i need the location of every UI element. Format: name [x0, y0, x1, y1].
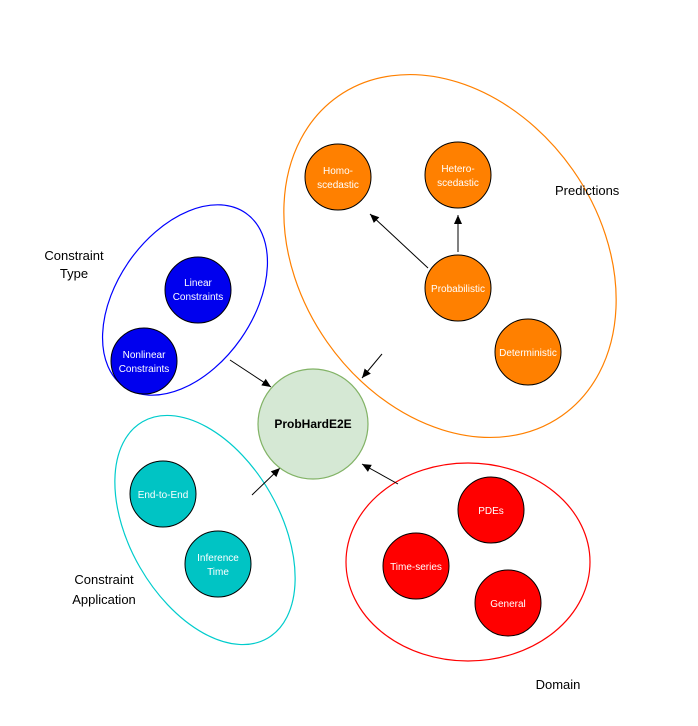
- arrow-domain-to-center: [361, 463, 399, 485]
- inference-time-node: Inference Time: [184, 530, 252, 598]
- nonlinear-constraints-label-line1: Nonlinear: [123, 350, 166, 361]
- domain-group-ellipse: [345, 462, 591, 662]
- predictions-group-ellipse: [283, 73, 617, 439]
- inference-time-label-line2: Time: [207, 567, 229, 578]
- heteroscedastic-label-line1: Hetero-: [441, 164, 474, 175]
- end-to-end-label: End-to-End: [138, 490, 189, 501]
- constraint-application-label-line1: Constraint: [74, 572, 134, 587]
- constraint-application-label-line2: Application: [72, 592, 136, 607]
- probabilistic-node: Probabilistic: [424, 254, 492, 322]
- end-to-end-node: End-to-End: [129, 460, 197, 528]
- constraint-application-group-ellipse: [114, 414, 296, 646]
- heteroscedastic-node: Hetero- scedastic: [424, 141, 492, 209]
- time-series-node: Time-series: [382, 532, 450, 600]
- homoscedastic-node: Homo- scedastic: [304, 143, 372, 211]
- center-node: ProbHardE2E: [257, 368, 369, 480]
- probabilistic-label: Probabilistic: [431, 284, 485, 295]
- constraint-type-label-line1: Constraint: [44, 248, 104, 263]
- inference-time-label-line1: Inference: [197, 553, 239, 564]
- pdes-node: PDEs: [457, 476, 525, 544]
- general-label: General: [490, 599, 526, 610]
- deterministic-node: Deterministic: [494, 318, 562, 386]
- homoscedastic-label-line2: scedastic: [317, 180, 359, 191]
- arrow-predictions-to-center: [361, 353, 383, 379]
- linear-constraints-label-line1: Linear: [184, 278, 212, 289]
- general-node: General: [474, 569, 542, 637]
- heteroscedastic-label-line2: scedastic: [437, 178, 479, 189]
- predictions-group-label: Predictions: [555, 183, 620, 198]
- arrow-probabilistic-to-homoscedastic: [369, 213, 429, 269]
- linear-constraints-label-line2: Constraints: [173, 292, 224, 303]
- nonlinear-constraints-node: Nonlinear Constraints: [110, 327, 178, 395]
- pdes-label: PDEs: [478, 506, 504, 517]
- arrow-constraint-application-to-center: [251, 467, 281, 496]
- constraint-type-label-line2: Type: [60, 266, 88, 281]
- homoscedastic-label-line1: Homo-: [323, 166, 353, 177]
- center-node-label: ProbHardE2E: [274, 417, 351, 431]
- time-series-label: Time-series: [390, 562, 442, 573]
- arrow-constraint-type-to-center: [229, 359, 272, 388]
- domain-group-label: Domain: [536, 677, 581, 692]
- nonlinear-constraints-label-line2: Constraints: [119, 364, 170, 375]
- deterministic-label: Deterministic: [499, 348, 557, 359]
- linear-constraints-node: Linear Constraints: [164, 256, 232, 324]
